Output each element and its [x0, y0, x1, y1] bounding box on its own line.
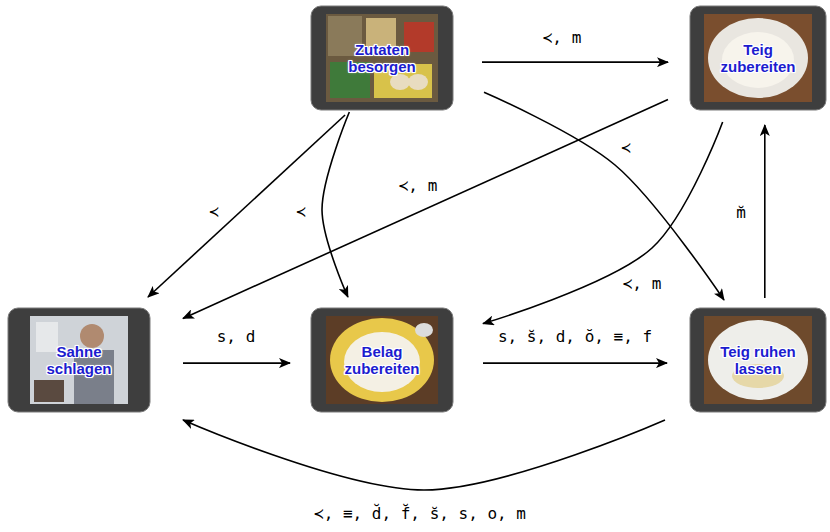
- relation-label: ≺: [619, 138, 633, 157]
- process-box: Belag zubereiten: [311, 308, 453, 412]
- process-box: Teig zubereiten: [690, 6, 826, 110]
- photo-groceries: [311, 6, 453, 110]
- photo-resting-bowl: [690, 308, 826, 412]
- photo-detail: [390, 74, 410, 90]
- precedence-arrow: [482, 61, 668, 63]
- relation-label: ≺, m: [621, 274, 664, 293]
- precedence-arrow: [483, 122, 723, 324]
- relation-label: ≺, m: [397, 176, 440, 195]
- photo-topping-plate: [311, 308, 453, 412]
- photo-detail: [330, 318, 434, 402]
- photo-frame: [8, 308, 150, 412]
- box-title: Belag zubereiten: [330, 343, 434, 378]
- photo-dough-bowl: [690, 6, 826, 110]
- relation-label: ≺: [294, 202, 308, 221]
- relation-label: ≺: [207, 202, 221, 221]
- precedence-arrow: [322, 112, 349, 297]
- photo-frame: [690, 308, 826, 412]
- process-box: Zutaten besorgen: [311, 6, 453, 110]
- precedence-arrow: [148, 115, 345, 297]
- precedence-arrow: [183, 420, 665, 490]
- photo: [704, 316, 812, 404]
- photo-detail: [36, 322, 58, 352]
- precedence-arrow: [183, 362, 290, 364]
- box-title: Sahne schlagen: [27, 343, 131, 378]
- photo: [326, 14, 438, 102]
- precedence-arrow: [483, 362, 667, 364]
- relation-label: s, d: [215, 327, 258, 346]
- photo-detail: [408, 74, 428, 90]
- box-title: Zutaten besorgen: [330, 41, 434, 76]
- photo-frame: [690, 6, 826, 110]
- box-title: Teig zubereiten: [706, 41, 810, 76]
- photo-detail: [415, 323, 433, 337]
- photo: [326, 316, 438, 404]
- process-box: Sahne schlagen: [8, 308, 150, 412]
- precedence-arrow: [183, 100, 668, 319]
- precedence-arrow: [764, 125, 766, 298]
- relation-label: m̆: [734, 203, 748, 222]
- photo-frame: [311, 6, 453, 110]
- photo: [704, 14, 812, 102]
- relation-label: ≺, ≡, d̆, f̆, s̆, s, o, m: [312, 504, 528, 523]
- box-title: Teig ruhen lassen: [706, 343, 810, 378]
- relation-label: s, s̆, d, ŏ, ≡, f: [496, 327, 654, 346]
- process-box: Teig ruhen lassen: [690, 308, 826, 412]
- photo-frame: [311, 308, 453, 412]
- relation-label: ≺, m: [541, 28, 584, 47]
- photo-whipping: [8, 308, 150, 412]
- photo-detail: [34, 380, 64, 402]
